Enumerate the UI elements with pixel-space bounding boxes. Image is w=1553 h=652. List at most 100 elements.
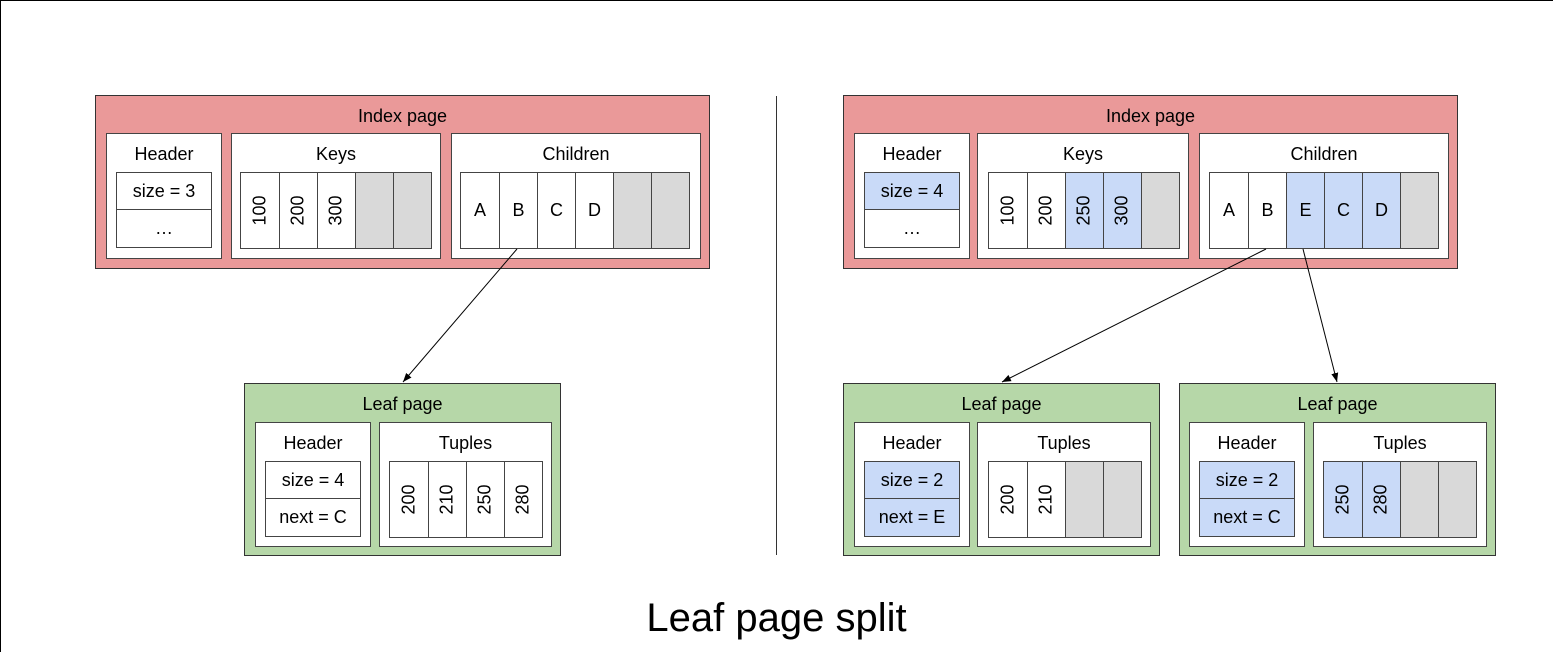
child-slot: D — [575, 173, 613, 248]
tuple-value: 200 — [398, 484, 419, 515]
header-ellipsis-field: … — [864, 210, 960, 248]
child-slot: A — [1210, 173, 1248, 248]
tuple-slot: 210 — [1027, 462, 1065, 537]
section-label: Keys — [315, 144, 357, 164]
page-label: Index page — [357, 106, 448, 126]
tuple-value: 210 — [1035, 484, 1056, 515]
index-keys-section: Keys 100 200 300 — [231, 133, 441, 259]
key-slot: 100 — [989, 173, 1027, 248]
child-slot: B — [499, 173, 537, 248]
tuple-slot: 280 — [1362, 462, 1400, 537]
key-slot: 300 — [1103, 173, 1141, 248]
header-size-field: size = 3 — [116, 172, 212, 210]
key-value: 100 — [997, 195, 1018, 226]
left-leaf-page: Leaf page Header size = 4 next = C Tuple… — [244, 383, 561, 556]
leaf-header-section: Header size = 2 next = C — [1189, 422, 1305, 547]
children-slots: A B C D — [460, 172, 690, 249]
section-label: Children — [542, 144, 610, 164]
child-slot: C — [1324, 173, 1362, 248]
empty-child-slot — [651, 173, 689, 248]
key-slot: 100 — [241, 173, 279, 248]
tuple-slots: 200 210 — [988, 461, 1142, 538]
child-slot: C — [537, 173, 575, 248]
header-next-field: next = C — [1199, 499, 1295, 537]
tuple-value: 210 — [436, 484, 457, 515]
tuple-slot: 250 — [466, 462, 504, 537]
page-label: Leaf page — [362, 394, 443, 414]
empty-tuple-slot — [1065, 462, 1103, 537]
right-leaf-page-2: Leaf page Header size = 2 next = C Tuple… — [1179, 383, 1496, 556]
index-children-section: Children A B E C D — [1199, 133, 1449, 259]
empty-key-slot — [355, 173, 393, 248]
section-label: Header — [1217, 433, 1277, 453]
section-label: Header — [283, 433, 343, 453]
key-value: 250 — [1073, 195, 1094, 226]
key-value: 200 — [287, 195, 308, 226]
key-value: 300 — [325, 195, 346, 226]
tuple-value: 250 — [474, 484, 495, 515]
header-size-field: size = 4 — [864, 172, 960, 210]
empty-child-slot — [1400, 173, 1438, 248]
header-next-field: next = E — [864, 499, 960, 537]
empty-tuple-slot — [1103, 462, 1141, 537]
leaf-tuples-section: Tuples 200 210 250 280 — [379, 422, 552, 547]
child-slot: B — [1248, 173, 1286, 248]
key-slot: 200 — [279, 173, 317, 248]
key-value: 100 — [249, 195, 270, 226]
section-label: Header — [134, 144, 194, 164]
diagram-title: Leaf page split — [646, 596, 907, 640]
leaf-tuples-section: Tuples 250 280 — [1313, 422, 1487, 547]
leaf-header-section: Header size = 2 next = E — [854, 422, 970, 547]
keys-slots: 100 200 250 300 — [988, 172, 1180, 249]
keys-slots: 100 200 300 — [240, 172, 432, 249]
tuple-slot: 210 — [428, 462, 466, 537]
index-children-section: Children A B C D — [451, 133, 701, 259]
leaf-tuples-section: Tuples 200 210 — [977, 422, 1151, 547]
children-slots: A B E C D — [1209, 172, 1439, 249]
section-label: Tuples — [1373, 433, 1427, 453]
empty-child-slot — [613, 173, 651, 248]
section-label: Keys — [1062, 144, 1104, 164]
header-size-field: size = 4 — [265, 461, 361, 499]
section-label: Header — [882, 144, 942, 164]
index-header-section: Header size = 4 … — [854, 133, 970, 259]
index-header-section: Header size = 3 … — [106, 133, 222, 259]
header-next-field: next = C — [265, 499, 361, 537]
tuple-slot: 250 — [1324, 462, 1362, 537]
child-slot: A — [461, 173, 499, 248]
tuple-value: 280 — [1370, 484, 1391, 515]
page-label: Leaf page — [961, 394, 1042, 414]
empty-tuple-slot — [1400, 462, 1438, 537]
leaf-header-section: Header size = 4 next = C — [255, 422, 371, 547]
index-keys-section: Keys 100 200 250 300 — [977, 133, 1189, 259]
left-index-page: Index page Header size = 3 … Keys 100 20… — [95, 95, 710, 269]
page-label: Leaf page — [1297, 394, 1378, 414]
child-slot: E — [1286, 173, 1324, 248]
tuple-slot: 280 — [504, 462, 542, 537]
tuple-slots: 200 210 250 280 — [389, 461, 543, 538]
section-label: Header — [882, 433, 942, 453]
header-ellipsis-field: … — [116, 210, 212, 248]
tuple-value: 200 — [997, 484, 1018, 515]
section-label: Children — [1290, 144, 1358, 164]
tuple-value: 250 — [1332, 484, 1353, 515]
before-after-divider — [776, 96, 777, 555]
section-label: Tuples — [1037, 433, 1091, 453]
empty-key-slot — [1141, 173, 1179, 248]
right-index-page: Index page Header size = 4 … Keys 100 20… — [843, 95, 1458, 269]
key-value: 300 — [1111, 195, 1132, 226]
empty-key-slot — [393, 173, 431, 248]
key-slot: 250 — [1065, 173, 1103, 248]
key-value: 200 — [1035, 195, 1056, 226]
key-slot: 200 — [1027, 173, 1065, 248]
section-label: Tuples — [438, 433, 493, 453]
header-size-field: size = 2 — [1199, 461, 1295, 499]
page-label: Index page — [1105, 106, 1196, 126]
tuple-slot: 200 — [390, 462, 428, 537]
empty-tuple-slot — [1438, 462, 1476, 537]
header-size-field: size = 2 — [864, 461, 960, 499]
key-slot: 300 — [317, 173, 355, 248]
tuple-slots: 250 280 — [1323, 461, 1477, 538]
tuple-value: 280 — [512, 484, 533, 515]
